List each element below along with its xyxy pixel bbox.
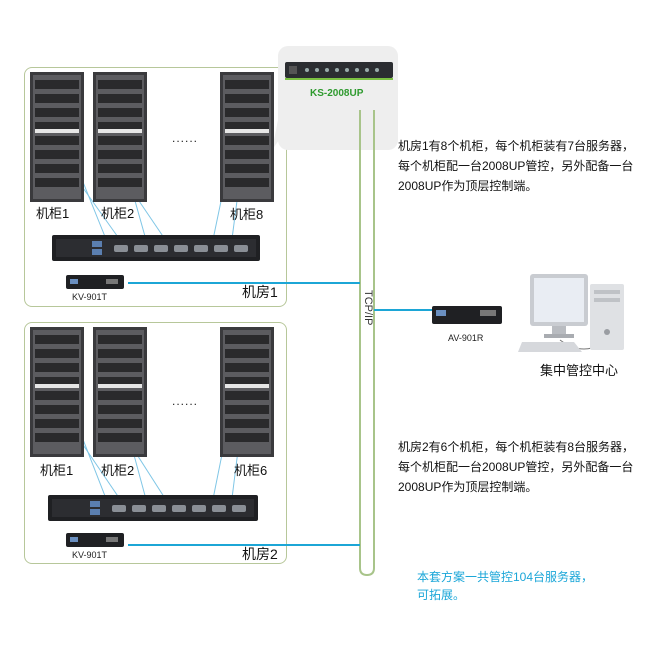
summary-note: 本套方案一共管控104台服务器，可拓展。	[417, 570, 594, 602]
room1-kvm-switch	[52, 235, 260, 261]
room1-cabinet-2	[93, 72, 147, 202]
remote-receiver-label: AV-901R	[448, 333, 484, 343]
room1-extender	[66, 275, 124, 289]
room2-cabinet-1	[30, 327, 84, 457]
room1-extender-label: KV-901T	[72, 292, 108, 302]
top-device-label: KS-2008UP	[310, 88, 364, 99]
room2-label: 机房2	[242, 546, 278, 562]
room2-extender	[66, 533, 124, 547]
room1-more-dots: ......	[172, 131, 199, 145]
room2-kvm-switch	[48, 495, 258, 521]
room1-description: 机房1有8个机柜，每个机柜装有7台服务器，每个机柜配一台2008UP管控，另外配…	[398, 139, 635, 193]
room1-cabinet-2-label: 机柜2	[101, 206, 135, 221]
room1-cabinet-8-label: 机柜8	[230, 207, 264, 222]
room2-extender-label: KV-901T	[72, 550, 108, 560]
room2-more-dots: ......	[172, 394, 199, 408]
room1-cabinet-1	[30, 72, 84, 202]
room2-cabinet-2-label: 机柜2	[101, 463, 135, 478]
control-center-label: 集中管控中心	[540, 363, 619, 378]
room1-cabinet-8	[220, 72, 274, 202]
room1-label: 机房1	[242, 284, 278, 300]
room2-cabinet-1-label: 机柜1	[40, 463, 74, 478]
room2-cabinet-6	[220, 327, 274, 457]
remote-receiver	[432, 306, 502, 324]
computer-icon	[518, 274, 624, 352]
room1-cabinet-1-label: 机柜1	[36, 206, 70, 221]
top-device	[285, 62, 393, 80]
room2-description: 机房2有6个机柜，每个机柜装有8台服务器，每个机柜配一台2008UP管控，另外配…	[398, 440, 635, 494]
network-label: TCP/IP	[362, 290, 374, 326]
room2-cabinet-6-label: 机柜6	[234, 463, 268, 478]
callout-pointer	[272, 110, 300, 150]
room2-cabinet-2	[93, 327, 147, 457]
